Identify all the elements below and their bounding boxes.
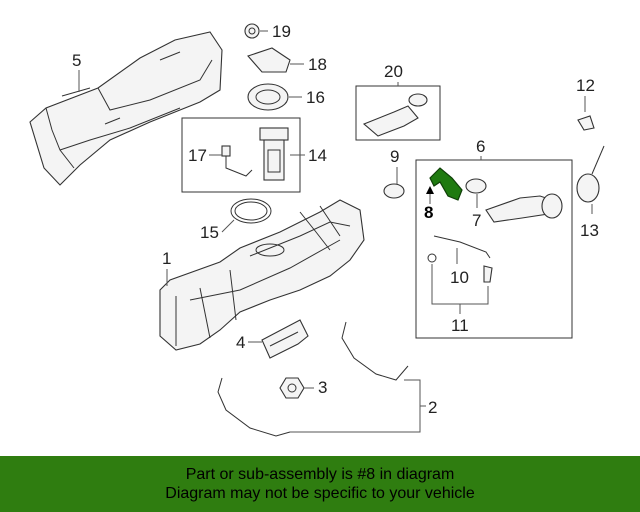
part-9-clamp	[383, 183, 405, 199]
footer-line-1: Part or sub-assembly is #8 in diagram	[185, 466, 455, 483]
callout-20: 20	[384, 62, 403, 81]
callout-6: 6	[476, 137, 485, 156]
part-20-hose	[362, 93, 428, 137]
callout-15: 15	[200, 223, 219, 242]
part-6-box	[415, 159, 573, 339]
part-19-nut	[244, 23, 260, 39]
part-10-hose	[433, 235, 491, 259]
footer-banner: Part or sub-assembly is #8 in diagram Di…	[0, 456, 640, 512]
callout-10: 10	[450, 268, 469, 287]
part-18-bracket	[247, 47, 291, 73]
callout-2: 2	[428, 398, 437, 417]
callout-5: 5	[72, 51, 81, 70]
callout-8: 8	[424, 203, 433, 222]
part-5-heat-shield	[29, 31, 223, 186]
part-12-bracket	[577, 115, 595, 131]
callout-7: 7	[472, 211, 481, 230]
part-16-lock-ring	[247, 83, 289, 111]
callout-11: 11	[451, 316, 469, 335]
part-13-fuel-door	[576, 145, 605, 203]
part-2-straps	[217, 321, 409, 437]
part-6-filler-neck	[485, 193, 563, 223]
part-3-nut	[279, 377, 305, 399]
footer-line-2: Diagram may not be specific to your vehi…	[165, 485, 475, 502]
callout-12: 12	[576, 76, 595, 95]
part-1-fuel-tank	[159, 199, 365, 351]
part-7-clamp	[465, 178, 487, 194]
callout-9: 9	[390, 147, 399, 166]
part-17-sender	[221, 145, 253, 177]
callout-13: 13	[580, 221, 599, 240]
callout-19: 19	[272, 22, 291, 41]
callout-14: 14	[308, 146, 327, 165]
callout-18: 18	[308, 55, 327, 74]
callout-3: 3	[318, 378, 327, 397]
parts-diagram: 5 19 18 16 17 14 15	[29, 22, 605, 437]
callout-17: 17	[188, 146, 207, 165]
part-15-seal	[230, 198, 272, 224]
callout-4: 4	[236, 333, 245, 352]
callout-16: 16	[306, 88, 325, 107]
part-14-fuel-pump	[259, 127, 289, 181]
part-8-hose-highlighted	[429, 167, 463, 201]
part-4-shield	[261, 319, 309, 359]
part-11-fittings	[427, 253, 493, 283]
callout-1: 1	[162, 249, 171, 268]
